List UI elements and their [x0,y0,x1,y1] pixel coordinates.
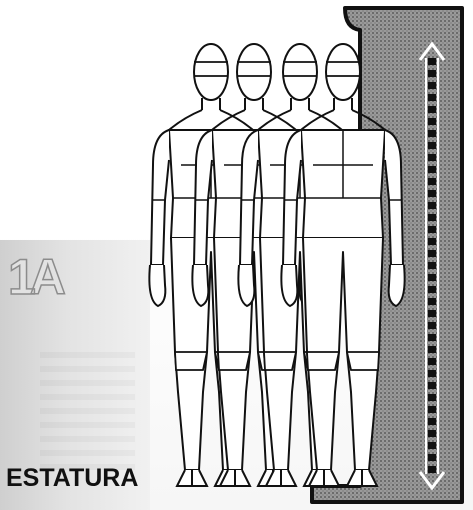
caption-title: ESTATURA [6,464,139,492]
measuring-wall [310,6,464,504]
plate-label: 1A [7,249,66,305]
grey-backdrop [0,240,150,510]
ghost-print-marks [40,350,135,470]
height-scale-arrow [418,41,446,491]
